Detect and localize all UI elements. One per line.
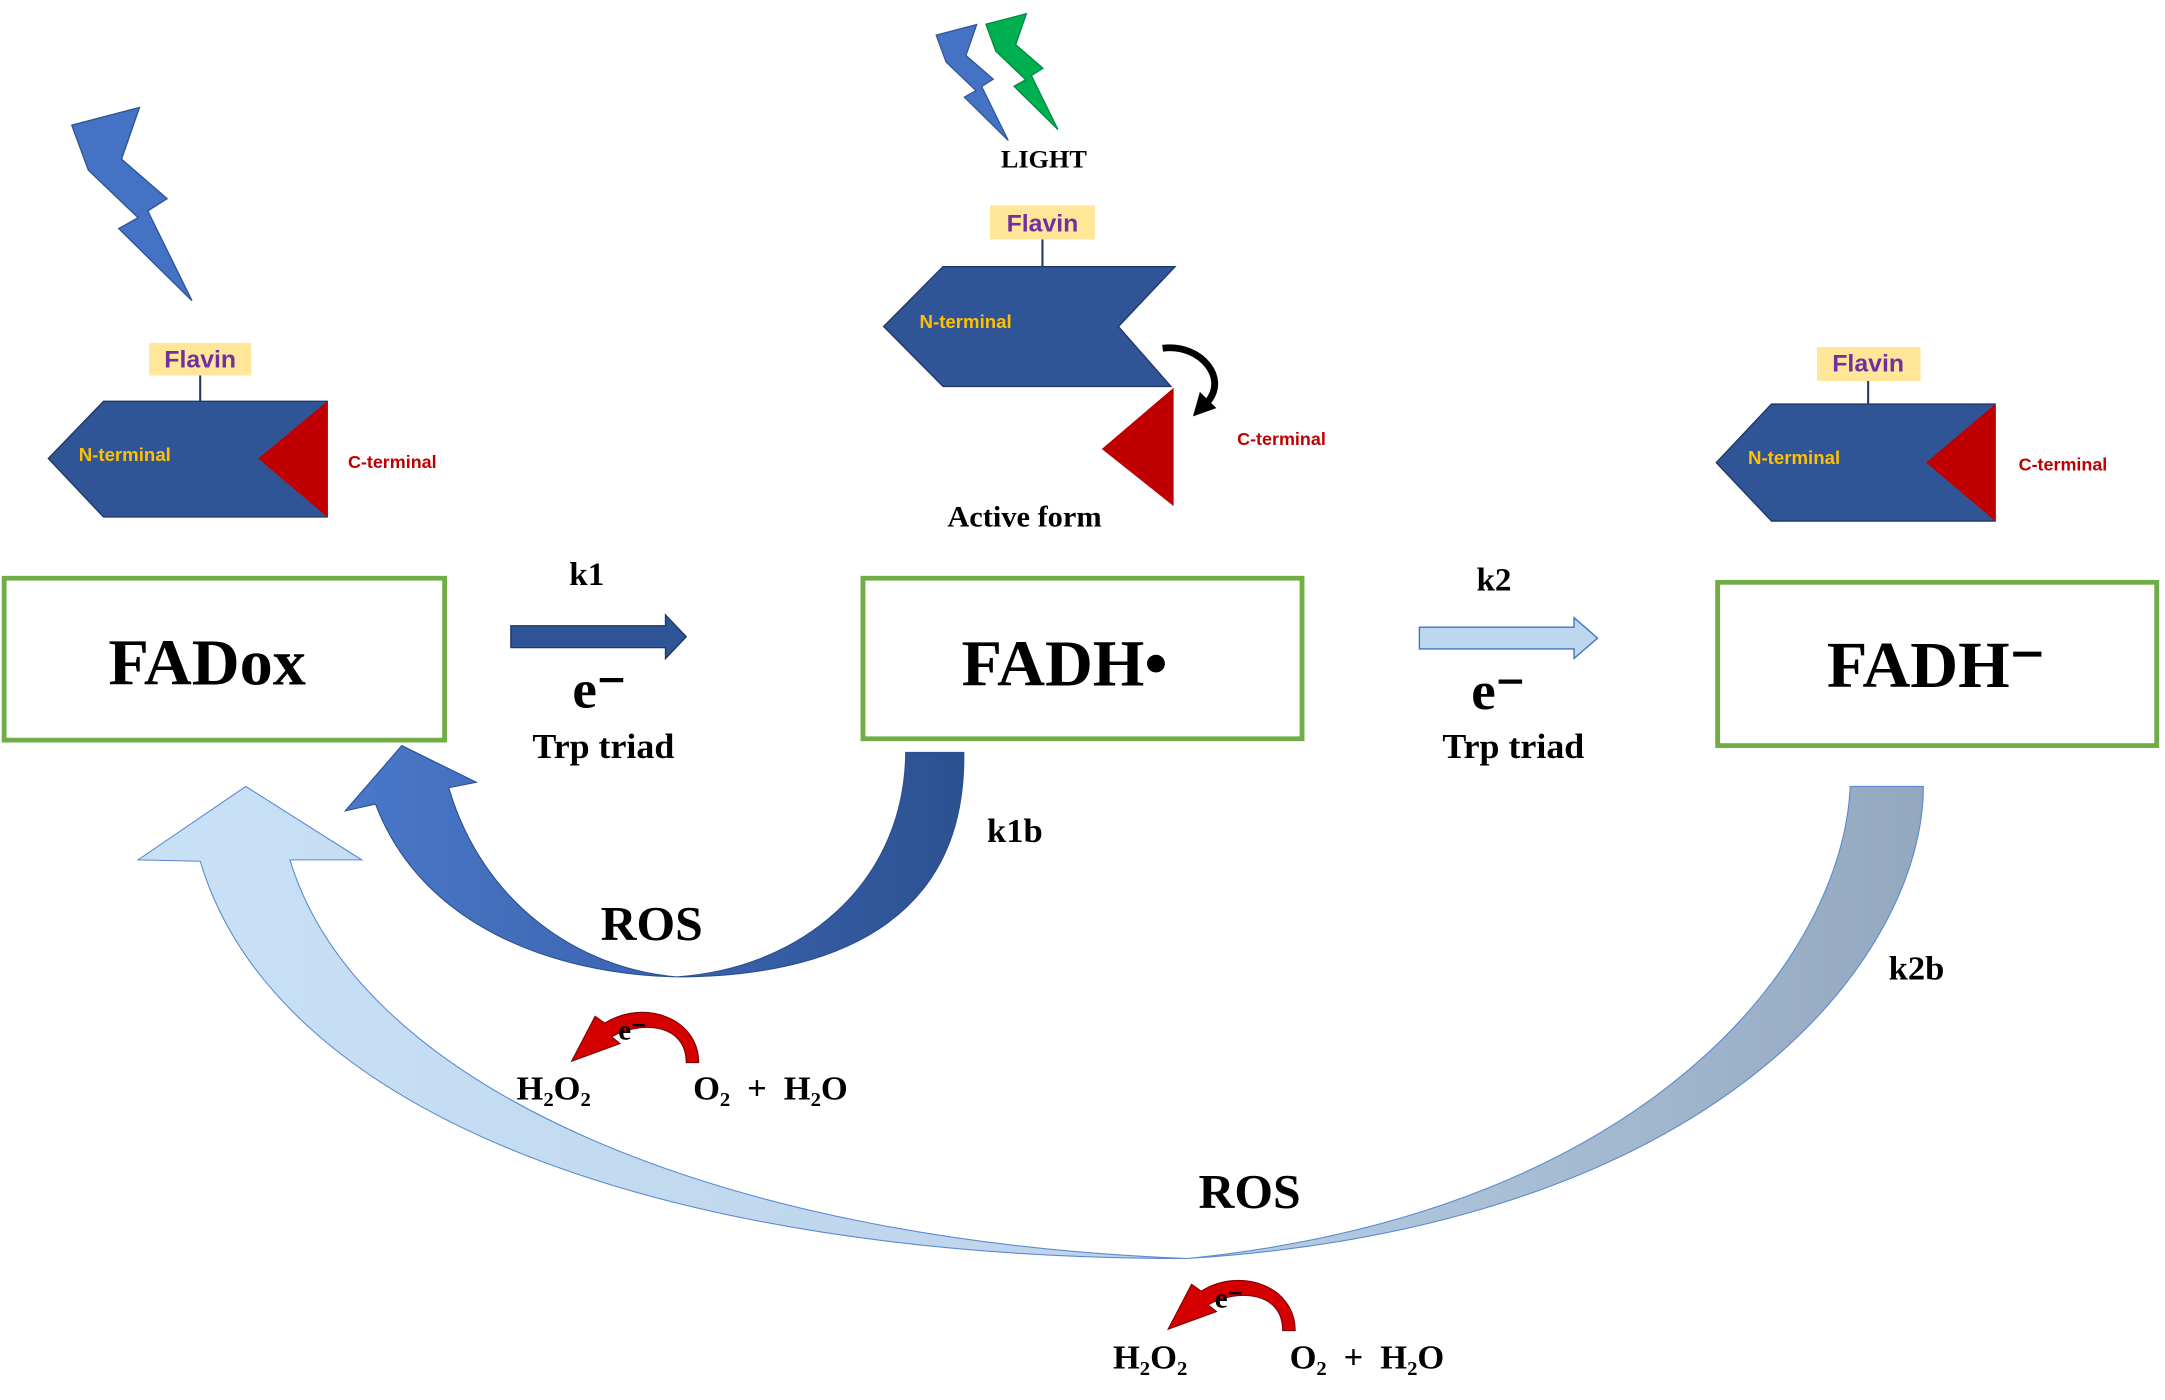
blue-lightning-bolt-icon bbox=[935, 23, 1009, 141]
c-terminal-domain bbox=[258, 401, 328, 518]
state-fadh-anion: FADH⁻ bbox=[1715, 579, 2160, 748]
rate-label: k1b bbox=[987, 812, 1043, 850]
forward-arrow bbox=[510, 613, 688, 661]
active-form-label: Active form bbox=[947, 500, 1101, 534]
reverse-curved-arrow bbox=[136, 785, 1924, 1260]
flavin-label: Flavin bbox=[1007, 210, 1079, 237]
conformational-change-arrow bbox=[1162, 344, 1219, 408]
transition-k2b: k2b ROS e⁻ H₂O₂ O₂ + H₂O bbox=[136, 785, 1945, 1377]
electron-transfer-arrow bbox=[1166, 1279, 1296, 1332]
flavin-label: Flavin bbox=[164, 347, 236, 374]
ros-label: ROS bbox=[1198, 1164, 1300, 1219]
c-terminal-domain bbox=[1101, 387, 1174, 507]
protein-active-center: Flavin N-terminal C-terminal Active form bbox=[882, 205, 1326, 534]
n-terminal-domain bbox=[882, 265, 1177, 388]
reactants-label: O₂ + H₂O bbox=[693, 1070, 848, 1108]
rate-label: k2 bbox=[1476, 563, 1511, 599]
forward-arrow bbox=[1418, 616, 1599, 661]
rate-label: k2b bbox=[1889, 950, 1945, 988]
n-terminal-label: N-terminal bbox=[79, 444, 171, 465]
electron-transfer-arrow bbox=[570, 1011, 700, 1064]
c-terminal-label: C-terminal bbox=[2019, 455, 2108, 475]
c-terminal-label: C-terminal bbox=[1237, 429, 1326, 449]
reactants-label: O₂ + H₂O bbox=[1290, 1339, 1445, 1377]
n-terminal-domain bbox=[1715, 403, 1996, 522]
reverse-curved-arrow bbox=[343, 744, 965, 978]
electron-label: e⁻ bbox=[572, 659, 626, 720]
protein-inactive-left: Flavin N-terminal C-terminal bbox=[47, 342, 437, 518]
state-fadox: FADox bbox=[1, 575, 448, 743]
c-terminal-domain bbox=[1926, 404, 1996, 522]
state-label: FADH⁻ bbox=[1827, 630, 2045, 702]
flavin-box bbox=[1817, 346, 1921, 381]
n-terminal-domain bbox=[47, 400, 328, 518]
transition-k1b: k1b ROS e⁻ H₂O₂ O₂ + H₂O bbox=[343, 744, 1043, 1108]
state-label: FADox bbox=[108, 627, 306, 699]
light-label: LIGHT bbox=[1001, 145, 1087, 174]
n-terminal-label: N-terminal bbox=[920, 311, 1012, 332]
electron-label: e⁻ bbox=[1471, 660, 1525, 721]
state-box bbox=[1, 575, 448, 743]
flavin-box bbox=[149, 342, 252, 376]
pathway-label: Trp triad bbox=[532, 726, 674, 766]
electron-label: e⁻ bbox=[1215, 1283, 1243, 1315]
product-label: H₂O₂ bbox=[1113, 1339, 1187, 1377]
transition-k2: k2 e⁻ Trp triad bbox=[1418, 563, 1599, 766]
state-label: FADH• bbox=[962, 628, 1168, 700]
flavin-label: Flavin bbox=[1832, 351, 1904, 378]
electron-label: e⁻ bbox=[618, 1015, 646, 1047]
state-box bbox=[860, 575, 1305, 742]
light-source-bolts bbox=[935, 12, 1059, 141]
pathway-label: Trp triad bbox=[1442, 726, 1584, 766]
c-terminal-label: C-terminal bbox=[348, 452, 437, 472]
lightning-bolt-icon bbox=[70, 106, 193, 302]
n-terminal-label: N-terminal bbox=[1748, 447, 1840, 468]
green-lightning-bolt-icon bbox=[985, 12, 1059, 130]
product-label: H₂O₂ bbox=[516, 1070, 590, 1108]
state-fadh-radical: FADH• bbox=[860, 575, 1305, 742]
arrowhead-icon bbox=[1192, 391, 1217, 417]
transition-k1: k1 e⁻ Trp triad bbox=[510, 557, 688, 766]
protein-inactive-right: Flavin N-terminal C-terminal bbox=[1715, 346, 2108, 522]
rate-label: k1 bbox=[569, 557, 604, 593]
ros-label: ROS bbox=[601, 896, 703, 951]
flavin-box bbox=[989, 205, 1095, 240]
state-box bbox=[1715, 579, 2160, 748]
